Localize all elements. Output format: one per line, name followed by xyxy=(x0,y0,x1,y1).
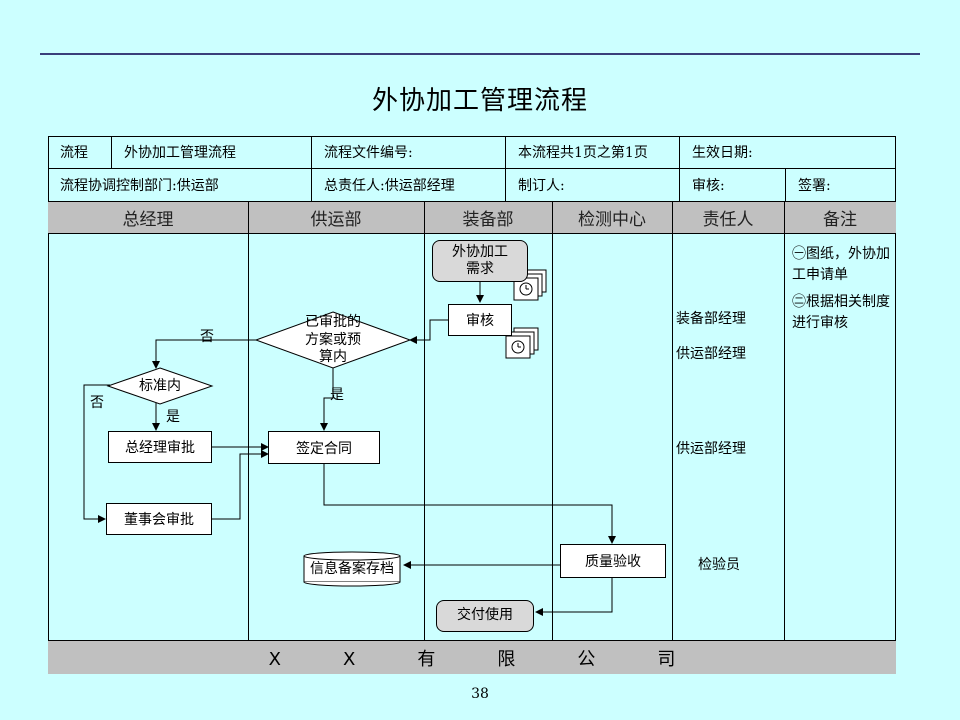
edge-label-no: 否 xyxy=(90,395,104,411)
responsible-item: 供运部经理 xyxy=(676,441,746,457)
responsible-item: 供运部经理 xyxy=(676,346,746,362)
decision-approved-diamond xyxy=(254,311,412,369)
lane-divider xyxy=(424,201,425,640)
header-row-1: 流程 外协加工管理流程 流程文件编号: 本流程共1页之第1页 生效日期: xyxy=(48,136,896,169)
edge-quality-deliver xyxy=(535,578,613,616)
lane-header-notes: 备注 xyxy=(823,210,857,230)
edge-review-approved xyxy=(409,319,448,344)
node-approved-question: 已审批的 方案或预 算内 xyxy=(305,314,361,365)
lane-divider xyxy=(672,201,673,640)
edge-label-yes: 是 xyxy=(330,387,344,403)
doc-number: 流程文件编号: xyxy=(312,136,506,168)
header-row-2: 流程协调控制部门:供运部 总责任人:供运部经理 制订人: 审核: 签署: xyxy=(48,169,896,201)
note-item: ㊁根据相关制度进行审核 xyxy=(792,294,890,331)
node-review: 审核 xyxy=(448,304,512,336)
edge-approved-yes xyxy=(320,366,334,431)
node-standard-question: 标准内 xyxy=(139,378,181,394)
lane-header-row: 总经理 供运部 装备部 检测中心 责任人 备注 xyxy=(48,201,896,234)
owner: 总责任人:供运部经理 xyxy=(312,169,506,201)
effective-date: 生效日期: xyxy=(692,145,753,161)
lane-divider xyxy=(248,201,249,640)
node-board-approve: 董事会审批 xyxy=(106,503,212,535)
node-gm-approve: 总经理审批 xyxy=(108,431,212,463)
maker: 制订人: xyxy=(506,169,680,201)
flow-name: 外协加工管理流程 xyxy=(112,136,312,168)
top-divider xyxy=(40,53,920,55)
node-demand: 外协加工 需求 xyxy=(432,240,528,282)
node-quality-check: 质量验收 xyxy=(560,544,666,578)
lane-header-supply: 供运部 xyxy=(310,210,362,230)
lane-divider xyxy=(552,201,553,640)
signer: 签署: xyxy=(798,178,831,194)
node-archive: 信息备案存档 xyxy=(310,561,394,577)
edge-contract-quality xyxy=(323,464,616,544)
company-name: XX有限公司 xyxy=(268,648,738,670)
responsible-item: 装备部经理 xyxy=(676,311,746,327)
document-clock-icon xyxy=(505,327,539,359)
lane-header-gm: 总经理 xyxy=(122,210,174,230)
edge-standard-no xyxy=(83,384,110,523)
archive-cylinder xyxy=(303,551,401,587)
page-number: 38 xyxy=(471,686,489,702)
node-deliver: 交付使用 xyxy=(436,600,534,632)
flow-label: 流程 xyxy=(48,136,112,168)
lane-header-responsible: 责任人 xyxy=(702,210,754,230)
edge-label-no: 否 xyxy=(200,329,214,345)
lane-header-testing: 检测中心 xyxy=(578,210,646,230)
edge-board-contract xyxy=(212,450,269,520)
lane-header-equipment: 装备部 xyxy=(462,210,514,230)
edge-approved-no xyxy=(152,339,256,369)
reviewer: 审核: xyxy=(680,169,786,201)
note-item: ㊀图纸，外协加工申请单 xyxy=(792,246,890,283)
lane-divider xyxy=(784,201,785,640)
responsible-item: 检验员 xyxy=(698,557,740,573)
page-title: 外协加工管理流程 xyxy=(371,86,588,116)
control-dept: 流程协调控制部门:供运部 xyxy=(48,169,312,201)
decision-standard-diamond xyxy=(106,367,214,405)
page-count: 本流程共1页之第1页 xyxy=(506,136,680,168)
footer-company: XX有限公司 xyxy=(48,640,896,674)
edge-label-yes: 是 xyxy=(166,409,180,425)
node-sign-contract: 签定合同 xyxy=(268,431,380,464)
